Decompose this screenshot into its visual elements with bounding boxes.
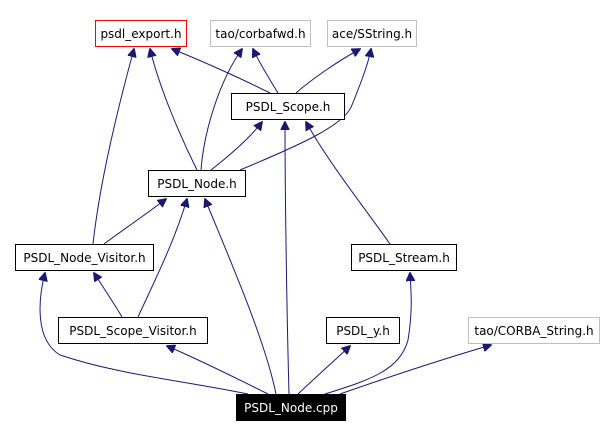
edge-scope-to-corbafwd: [253, 49, 279, 94]
node-scope[interactable]: PSDL_Scope.h: [231, 93, 345, 120]
node-label: ace/SString.h: [332, 27, 412, 41]
node-psdl-export[interactable]: psdl_export.h: [95, 20, 187, 47]
node-sstring: ace/SString.h: [327, 20, 417, 47]
node-box: [327, 20, 417, 47]
node-label: psdl_export.h: [100, 27, 181, 41]
node-box: [468, 317, 600, 344]
node-label: tao/corbafwd.h: [215, 27, 305, 41]
edge-node-to-psdl_export: [150, 49, 198, 171]
edge-scope-to-sstring: [295, 49, 360, 94]
node-box: [236, 394, 346, 421]
edge-scope-to-psdl_export: [172, 49, 271, 94]
node-box: [15, 244, 154, 271]
node-corbafwd: tao/corbafwd.h: [210, 20, 311, 47]
node-y[interactable]: PSDL_y.h: [326, 317, 400, 344]
edge-node_visitor-to-node: [103, 199, 166, 245]
node-box: [95, 20, 187, 47]
edge-node-to-scope: [210, 122, 262, 171]
node-box: [58, 317, 208, 344]
edge-node-to-corbafwd: [200, 49, 242, 171]
node-label: PSDL_Scope.h: [246, 100, 331, 114]
edge-scope_visitor-to-node_visitor: [94, 273, 123, 318]
node-scope-visitor[interactable]: PSDL_Scope_Visitor.h: [58, 317, 208, 344]
node-label: PSDL_Stream.h: [358, 251, 450, 265]
edge-node_cpp-to-node: [205, 199, 277, 395]
node-node[interactable]: PSDL_Node.h: [148, 170, 246, 197]
node-box: [351, 244, 457, 271]
node-node-visitor[interactable]: PSDL_Node_Visitor.h: [15, 244, 154, 271]
edge-node-to-sstring: [239, 49, 371, 171]
node-label: tao/CORBA_String.h: [474, 324, 593, 338]
node-corba-string: tao/CORBA_String.h: [468, 317, 600, 344]
node-label: PSDL_y.h: [336, 324, 390, 338]
node-box: [210, 20, 311, 47]
node-box: [148, 170, 246, 197]
node-label: PSDL_Node_Visitor.h: [23, 251, 145, 265]
edge-node_cpp-to-scope: [285, 122, 289, 395]
edge-scope_visitor-to-node: [137, 199, 187, 318]
node-label: PSDL_Node.h: [157, 177, 237, 191]
edge-node_cpp-to-node_visitor: [40, 273, 249, 395]
node-label: PSDL_Node.cpp: [244, 401, 338, 415]
edge-stream-to-scope: [306, 122, 391, 245]
node-node-cpp: PSDL_Node.cpp: [236, 394, 346, 421]
node-stream[interactable]: PSDL_Stream.h: [351, 244, 457, 271]
node-box: [326, 317, 400, 344]
edges-layer: [40, 49, 491, 395]
node-label: PSDL_Scope_Visitor.h: [69, 324, 197, 338]
node-box: [231, 93, 345, 120]
edge-node_cpp-to-stream: [324, 273, 411, 395]
edge-node_cpp-to-y: [297, 346, 350, 395]
edge-node_cpp-to-scope_visitor: [167, 346, 269, 395]
edge-node_visitor-to-psdl_export: [92, 49, 134, 245]
edge-node_cpp-to-corba_string: [339, 345, 491, 395]
nodes-layer: psdl_export.h tao/corbafwd.h ace/SString.h…: [15, 20, 600, 421]
